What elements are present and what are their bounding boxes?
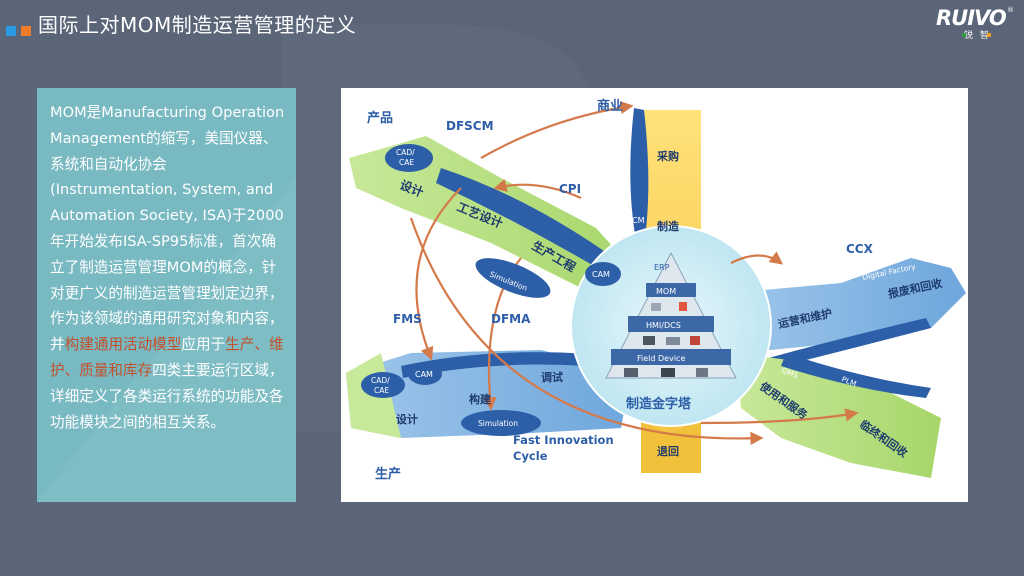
product-arrow: [349, 136, 641, 303]
ops-arrow: [731, 258, 966, 370]
ruivo-logo: RUIVO ® 锐 智: [936, 6, 1016, 46]
flow-arrows: [409, 101, 859, 445]
product-cad-ellipse: [385, 144, 433, 172]
product-cad-label-2: CAE: [399, 158, 414, 167]
panel-triangle-decoration: [37, 178, 296, 502]
pyramid-erp: ERP: [654, 263, 670, 272]
production-simulation: Simulation: [478, 419, 518, 428]
production-cad-ellipse: [361, 372, 405, 398]
production-design: 设计: [396, 412, 418, 426]
business-return: 退回: [657, 444, 679, 458]
business-scm: SCM: [627, 216, 645, 225]
definition-part-1: MOM是Manufacturing Operation Management的缩…: [50, 104, 285, 354]
logo-dot-orange: [987, 33, 991, 37]
pyramid-title: 制造金字塔: [626, 396, 692, 412]
logo-reg-mark: ®: [1007, 6, 1014, 14]
business-purchase: 采购: [656, 149, 679, 163]
label-product: 产品: [367, 110, 393, 126]
production-simulation-ellipse: [461, 410, 541, 436]
label-ccx: CCX: [846, 242, 874, 256]
label-cpi: CPI: [559, 182, 581, 196]
product-cam-ellipse: [585, 262, 621, 286]
mom-diagram: 产品 商业 生产 DFSCM CPI CCX FMS DFMA Fast Inn…: [341, 88, 968, 502]
pyramid-mom: MOM: [656, 287, 676, 296]
production-cam-ellipse: [408, 363, 442, 385]
manufacturing-pyramid: [570, 225, 772, 427]
label-cycle: Cycle: [513, 449, 548, 463]
definition-highlight-activity-model: 构建通用活动模型: [64, 336, 182, 354]
logo-dot-green: [962, 33, 966, 37]
label-production: 生产: [375, 466, 401, 482]
title-accent-blue: [6, 26, 16, 36]
pyramid-field-device: Field Device: [637, 354, 685, 363]
definition-part-3: 四类主要运行区域，详细定义了各类运行系统的功能及各功能模块之间的相互关系。: [50, 361, 284, 431]
title-accent-orange: [21, 26, 31, 36]
production-cad-label-1: CAD/: [371, 376, 390, 385]
product-simulation-ellipse: [475, 258, 551, 298]
business-manufacture: 制造: [657, 219, 680, 233]
logo-word: RUIVO: [936, 6, 1007, 30]
slide-title: 国际上对MOM制造运营管理的定义: [38, 13, 357, 37]
label-dfma: DFMA: [491, 312, 531, 326]
production-debug: 调试: [541, 370, 563, 384]
product-cad-label-1: CAD/: [396, 148, 415, 157]
production-build: 构建: [469, 392, 492, 406]
definition-highlight-operation-areas: 生产、维护、质量和库存: [50, 336, 284, 379]
mom-diagram-svg: 产品 商业 生产 DFSCM CPI CCX FMS DFMA Fast Inn…: [346, 98, 966, 482]
label-fast-innovation: Fast Innovation: [513, 433, 614, 447]
production-cad-label-2: CAE: [374, 386, 389, 395]
label-fms: FMS: [393, 312, 422, 326]
definition-panel: MOM是Manufacturing Operation Management的缩…: [37, 88, 296, 502]
logo-chinese: 锐 智: [964, 31, 991, 41]
label-business: 商业: [597, 98, 623, 114]
pyramid-hmi-dcs: HMI/DCS: [646, 321, 681, 330]
definition-text: MOM是Manufacturing Operation Management的缩…: [50, 100, 290, 435]
definition-part-2: 应用于: [181, 336, 226, 354]
product-cam: CAM: [592, 270, 610, 279]
label-dfscm: DFSCM: [446, 119, 494, 133]
production-cam: CAM: [415, 370, 433, 379]
